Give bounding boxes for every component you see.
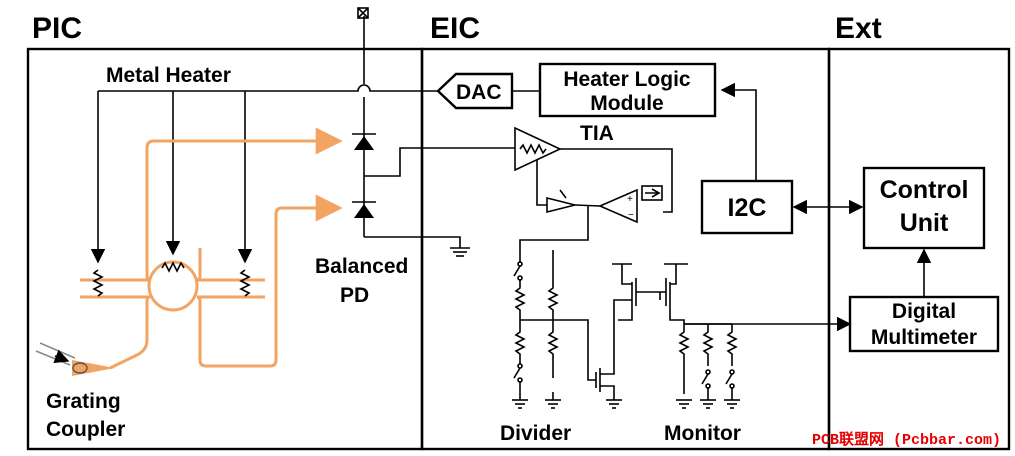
monitor-resistor-2 [702, 324, 714, 366]
monitor-resistor-1 [678, 324, 690, 394]
photodiode-bottom-icon [354, 204, 374, 218]
heater-logic-label-line1: Heater Logic [563, 68, 691, 91]
waveguide-lower [196, 194, 343, 368]
heater-resistor-right [239, 269, 251, 297]
grating-coupler-label-line1: Grating [46, 390, 121, 413]
ring-resonator [147, 260, 199, 312]
waveguides [80, 127, 343, 370]
ground-icon [512, 399, 561, 409]
divider-network [512, 250, 596, 409]
ext-title: Ext [835, 12, 882, 45]
heater-logic-block [538, 62, 717, 118]
divider-resistor-4 [547, 320, 559, 378]
heater-logic-label-line2: Module [590, 92, 664, 115]
monitor-resistor-3 [726, 324, 738, 366]
monitor-network [595, 263, 852, 409]
divider-resistor-1 [514, 280, 526, 320]
balanced-pd-label-line2: PD [340, 284, 369, 307]
dmm-label-line1: Digital [892, 300, 956, 323]
i2c-label: I2C [728, 194, 767, 222]
divider-label: Divider [500, 422, 571, 445]
pmos-right [660, 263, 688, 306]
tia-label: TIA [580, 122, 614, 145]
control-unit-label-line1: Control [880, 176, 969, 204]
i2c-to-logic-arrow [720, 82, 757, 181]
minus-sign: − [628, 210, 634, 221]
ground-icon [606, 399, 622, 409]
section-frames [26, 47, 1011, 451]
feedback-loop: + − [519, 185, 663, 250]
eic-title: EIC [430, 12, 480, 45]
pic-title: PIC [32, 12, 82, 45]
pic-frame [26, 47, 424, 451]
ground-icon [676, 399, 740, 409]
ground-icon [450, 247, 470, 257]
heater-resistor-left [92, 269, 104, 297]
grating-coupler-icon [35, 342, 115, 376]
photodiode-top-icon [354, 136, 374, 150]
plus-sign: + [627, 194, 633, 205]
eic-section: DAC Heater Logic Module I2C TIA + − [436, 62, 852, 445]
dmm-label-line2: Multimeter [871, 326, 977, 349]
divider-resistor-3 [514, 320, 526, 364]
nmos-transistor [595, 366, 615, 400]
heater-resistor-ring [161, 261, 185, 273]
control-unit-label-line2: Unit [900, 209, 949, 237]
watermark: PCB联盟网 (Pcbbar.com) [812, 431, 1001, 449]
pmos-left [612, 263, 661, 306]
comparator-icon [597, 188, 638, 224]
grating-coupler-label-line2: Coupler [46, 418, 125, 441]
i2c-block [700, 179, 794, 235]
monitor-label: Monitor [664, 422, 741, 445]
pic-section: Metal Heater Gratin [35, 7, 515, 441]
balanced-pd-label-line1: Balanced [315, 255, 408, 278]
ext-section: Control Unit Digital Multimeter [792, 166, 1000, 353]
heater-bus-wire [98, 84, 438, 92]
ext-frame [827, 47, 1011, 451]
waveguide-upper [145, 127, 343, 282]
balanced-pd [352, 7, 515, 257]
divider-resistor-2 [547, 250, 559, 320]
control-unit-block [862, 166, 986, 250]
tia-amplifier-icon [514, 126, 673, 213]
dac-label: DAC [456, 81, 502, 104]
metal-heater-label: Metal Heater [106, 64, 231, 87]
